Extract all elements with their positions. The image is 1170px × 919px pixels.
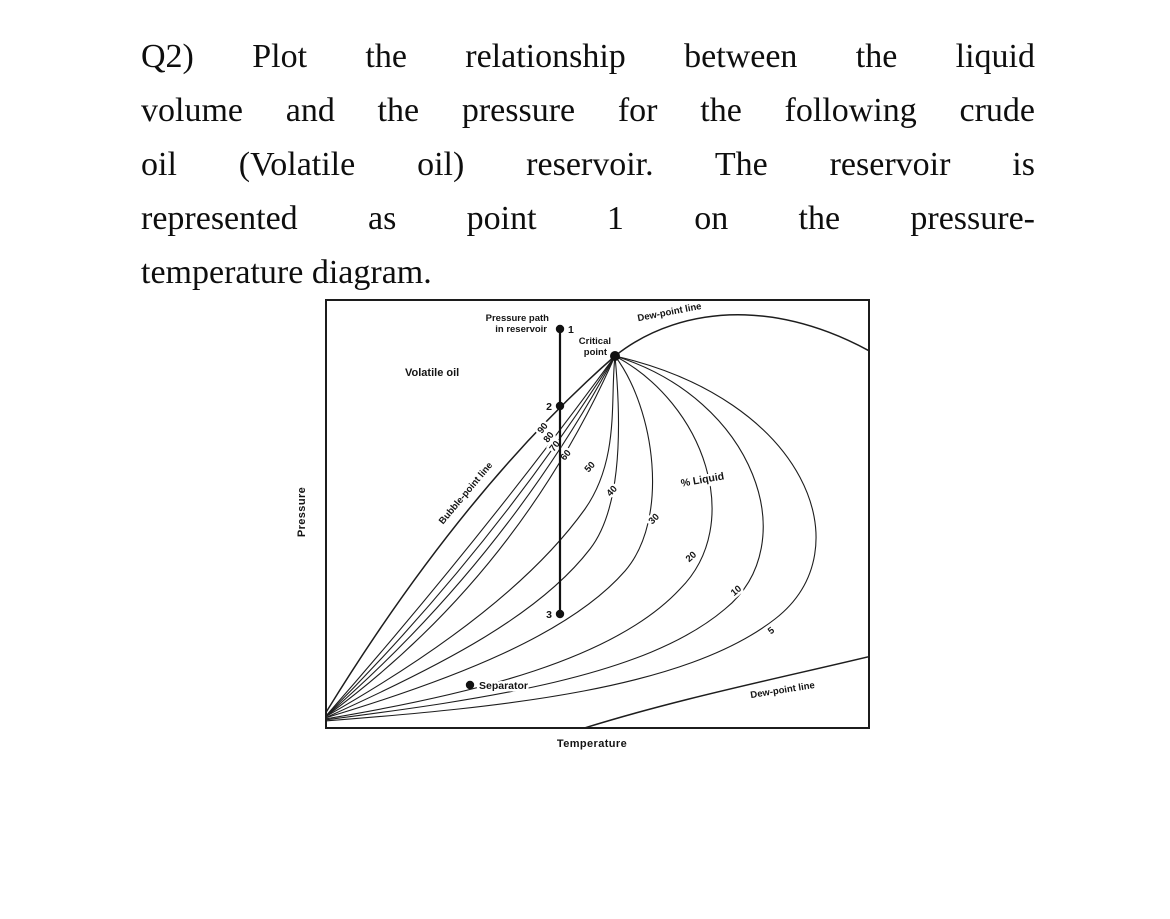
quality-line-30: [327, 355, 654, 718]
annotation-labels-group: 1 2 3 Separator Pressure path in reservo…: [403, 311, 614, 695]
question-line-4: represented as point 1 on the pressure-: [141, 200, 1035, 237]
question-line-3: oil (Volatile oil) reservoir. The reserv…: [141, 146, 1035, 183]
quality-line-5: [327, 355, 817, 722]
quality-line-50: [327, 355, 616, 717]
dew-point-line: [585, 314, 868, 727]
y-axis-label: Pressure: [296, 486, 308, 538]
quality-line-10: [327, 355, 764, 721]
pressure-path-group: [465, 324, 620, 690]
bubble-point-line: [327, 355, 616, 713]
x-axis-label: Temperature: [556, 738, 628, 750]
pressure-path-label-line2: in reservoir: [495, 324, 547, 335]
curve-labels-group: 90 80 70 60 50 40 30 20 10 5 Bubble-poin…: [434, 299, 818, 704]
question-text: Q2) Plot the relationship between the li…: [141, 30, 1035, 300]
point-2-label: 2: [546, 401, 552, 413]
separator-label: Separator: [479, 680, 528, 692]
quality-line-70: [327, 355, 616, 716]
plot-border: [325, 299, 870, 729]
quality-line-90: [327, 355, 616, 716]
point-2-marker: [555, 401, 565, 411]
quality-label-20: 20: [684, 550, 699, 565]
quality-line-40: [327, 355, 620, 718]
dew-point-line-label-top: Dew-point line: [637, 301, 703, 324]
quality-label-50: 50: [583, 460, 598, 475]
point-3-marker: [555, 609, 565, 619]
point-3-label: 3: [546, 609, 552, 621]
quality-label-30: 30: [647, 512, 662, 527]
point-1-label: 1: [568, 324, 574, 336]
quality-label-10: 10: [729, 583, 744, 598]
phase-diagram-svg: 90 80 70 60 50 40 30 20 10 5 Bubble-poin…: [325, 299, 870, 729]
critical-point-label-line2: point: [584, 347, 608, 358]
point-1-marker: [555, 324, 565, 334]
dew-point-line-label-bottom: Dew-point line: [750, 680, 816, 701]
quality-line-80: [327, 355, 616, 716]
curves-group: [327, 314, 868, 727]
question-line-5: temperature diagram.: [141, 254, 432, 291]
phase-diagram-figure: 90 80 70 60 50 40 30 20 10 5 Bubble-poin…: [325, 299, 870, 729]
pressure-path-label-line1: Pressure path: [486, 313, 550, 324]
question-line-1: Q2) Plot the relationship between the li…: [141, 38, 1035, 75]
critical-point-label-line1: Critical: [579, 336, 611, 347]
separator-marker: [465, 680, 475, 690]
critical-point-marker: [610, 351, 620, 361]
quality-label-5: 5: [766, 625, 778, 637]
fluid-type-label: Volatile oil: [405, 367, 459, 379]
question-line-2: volume and the pressure for the followin…: [141, 92, 1035, 129]
quality-line-60: [327, 355, 616, 717]
percent-liquid-label: % Liquid: [680, 470, 725, 489]
bubble-point-line-label: Bubble-point line: [437, 460, 495, 526]
quality-label-40: 40: [605, 484, 620, 499]
quality-line-20: [327, 355, 713, 720]
